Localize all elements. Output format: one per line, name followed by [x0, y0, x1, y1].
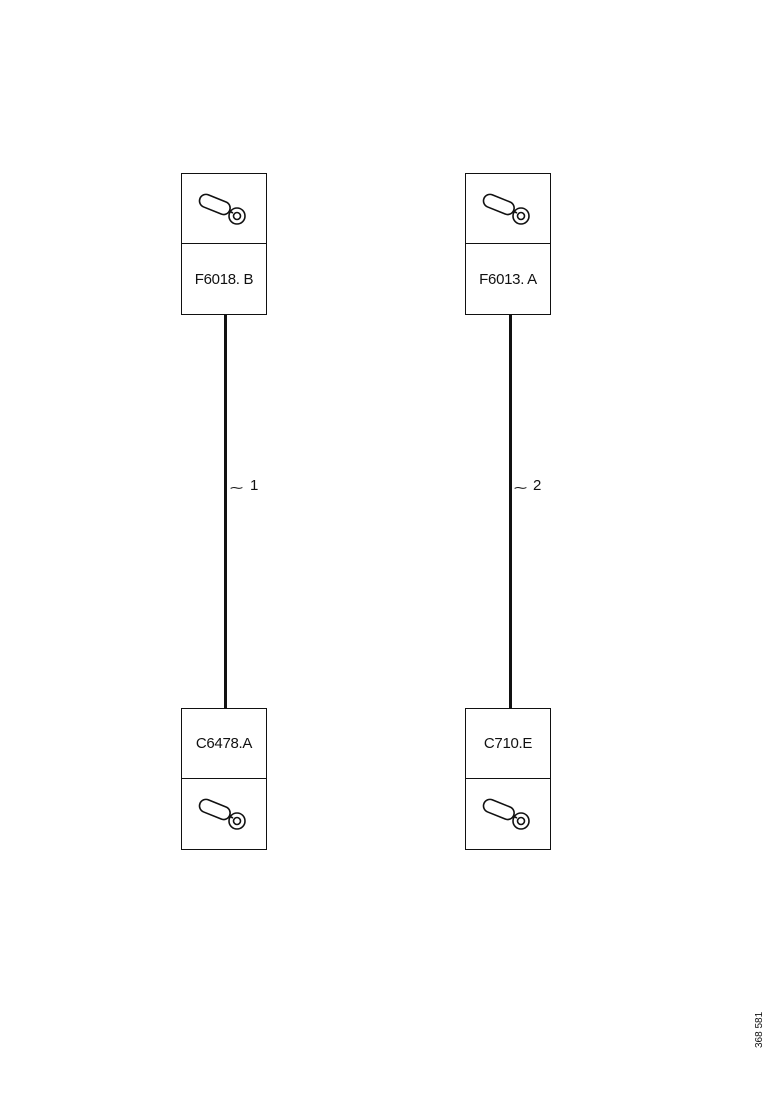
terminal-icon-cell — [466, 174, 550, 244]
ring-terminal-icon — [193, 794, 255, 834]
terminal-icon-cell — [182, 174, 266, 244]
connector-box-f6018b: F6018. B — [181, 173, 267, 315]
wire-2 — [509, 315, 512, 708]
wire-number-label: 2 — [533, 477, 542, 494]
connector-box-c6478a: C6478.A — [181, 708, 267, 850]
terminal-icon-cell — [466, 779, 550, 849]
connector-label-cell: C6478.A — [182, 709, 266, 779]
wire-1 — [224, 315, 227, 708]
connector-box-c710e: C710.E — [465, 708, 551, 850]
terminal-icon-cell — [182, 779, 266, 849]
document-id: 368 581 — [754, 1011, 765, 1048]
wire-number-label: 1 — [250, 477, 259, 494]
connector-label-cell: C710.E — [466, 709, 550, 779]
ring-terminal-icon — [477, 189, 539, 229]
wire-leader-mark: ⁓ — [230, 480, 243, 495]
connector-box-f6013a: F6013. A — [465, 173, 551, 315]
connector-label-cell: F6013. A — [466, 244, 550, 314]
ring-terminal-icon — [477, 794, 539, 834]
connector-label: C6478.A — [195, 735, 253, 752]
wire-leader-mark: ⁓ — [514, 480, 527, 495]
connector-label: F6013. A — [479, 270, 537, 288]
ring-terminal-icon — [193, 189, 255, 229]
connector-label-cell: F6018. B — [182, 244, 266, 314]
connector-label: F6018. B — [194, 270, 254, 288]
connector-label: C710.E — [483, 735, 533, 752]
